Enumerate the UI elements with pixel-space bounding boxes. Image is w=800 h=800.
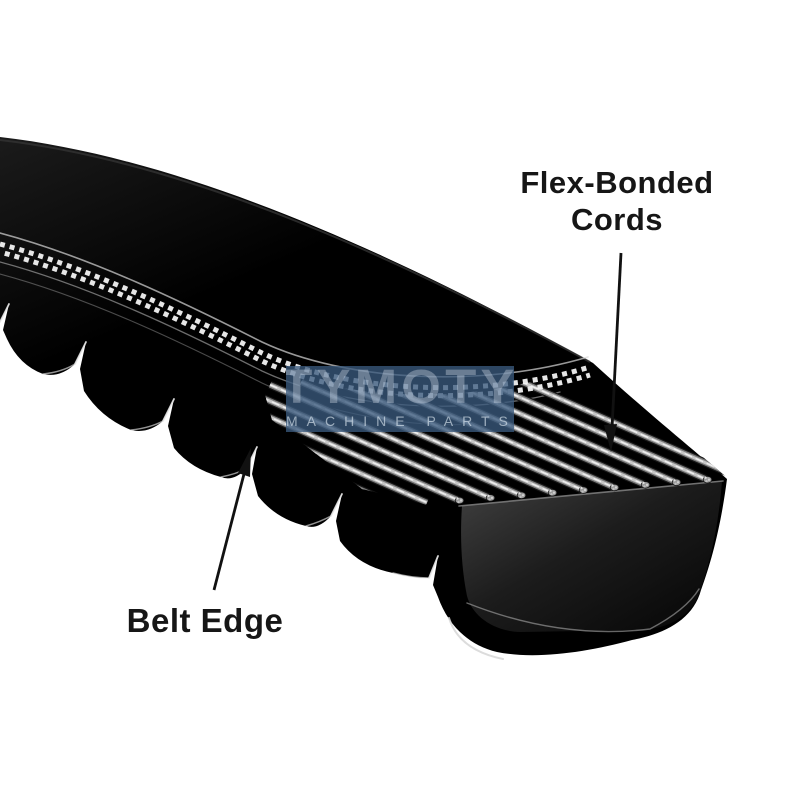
cord-tip-strand (583, 488, 587, 492)
cord-tip-strand (705, 480, 708, 483)
cord-tip-strand (614, 486, 618, 489)
cord-tip-strand (457, 500, 460, 504)
flex-bonded-cords-label-line1: Flex-Bonded (520, 165, 714, 200)
flex-bonded-cords-arrow (604, 252, 623, 452)
cord-tip-strand (642, 481, 645, 485)
cord-tip-strand (521, 494, 525, 497)
cord-tip-strand (487, 494, 490, 498)
cord-tip-strand (645, 483, 649, 487)
cord-tip-strand (549, 489, 552, 492)
cord-tip-strand (611, 484, 614, 487)
belt-edge-arrow (212, 448, 251, 591)
flex-bonded-cords-label-line2: Cords (570, 202, 664, 237)
watermark-title: TYMOTY (286, 366, 514, 414)
cord (300, 381, 552, 493)
cord-tip-strand (704, 476, 707, 479)
flex-bonded-cords-label: Flex-Bonded Cords (467, 164, 767, 238)
cord-tip-strand (518, 492, 521, 495)
cord (331, 379, 583, 491)
belt-edge-label: Belt Edge (126, 602, 284, 639)
cord-tip-strand (676, 481, 680, 484)
cord-tip-strand (488, 498, 491, 501)
cord-tip-strand (519, 495, 522, 498)
cord-tip-strand (673, 479, 676, 482)
watermark-box: TYMOTY MACHINE PARTS (286, 366, 514, 432)
cord (256, 386, 490, 498)
cord (256, 389, 459, 501)
cord (269, 384, 521, 496)
cord-tip-strand (707, 478, 711, 481)
belt-top-sheen (0, 139, 591, 363)
watermark-subtitle: MACHINE PARTS (286, 413, 514, 429)
cord-tip-strand (612, 487, 615, 491)
cord-tip-strand (643, 485, 646, 488)
cord-tip-strand (674, 482, 677, 485)
cord-tip-strand (580, 486, 583, 490)
cord-tips (454, 476, 713, 505)
cord-tip-strand (456, 497, 459, 500)
cord (424, 371, 676, 483)
cord-tip-strand (490, 496, 494, 500)
cut-face (461, 481, 722, 632)
cord-tip-strand (550, 493, 553, 496)
cord (455, 368, 707, 480)
cord-tip-strand (552, 491, 556, 494)
cord-tip-strand (459, 499, 463, 502)
cord-tip-strand (581, 490, 584, 493)
cord (393, 373, 645, 485)
cord (362, 376, 614, 488)
